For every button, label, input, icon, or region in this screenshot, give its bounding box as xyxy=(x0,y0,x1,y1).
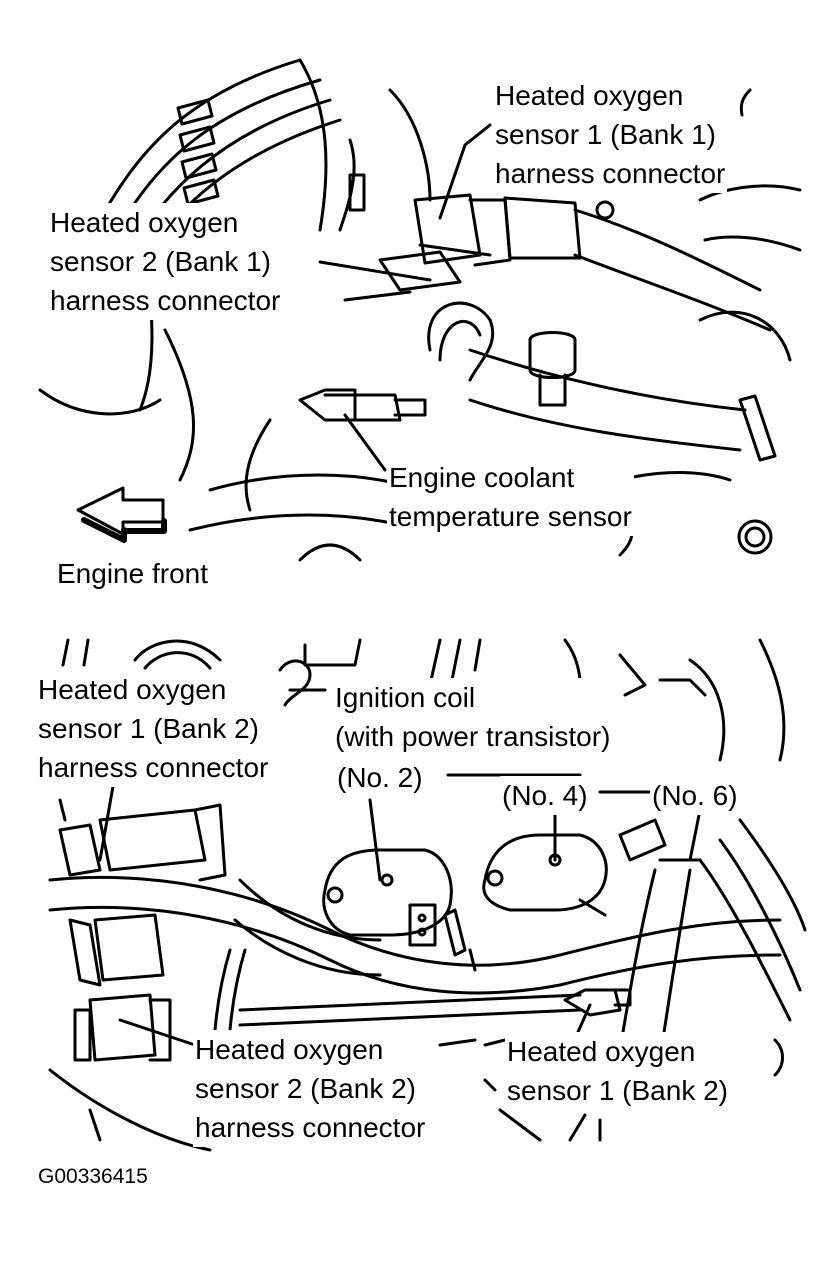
figure-id: G00336415 xyxy=(38,1165,148,1188)
leader-hos1-bank1 xyxy=(438,123,492,220)
leader-hos1-bank2-connector xyxy=(98,773,117,862)
label-coolant-sensor: Engine coolant temperature sensor xyxy=(387,458,634,536)
label-coil-no4: (No. 4) xyxy=(500,776,590,815)
engine-front-arrow-icon xyxy=(76,486,167,543)
top-engine-illustration xyxy=(38,58,802,562)
leader-no6 xyxy=(688,808,702,862)
label-hos1-bank2: Heated oxygen sensor 1 (Bank 2) xyxy=(505,1032,730,1110)
label-hos1-bank2-connector: Heated oxygen sensor 1 (Bank 2) harness … xyxy=(36,670,271,787)
label-coil-no2: (No. 2) xyxy=(335,758,425,797)
label-ignition-coil: Ignition coil (with power transistor) xyxy=(333,678,613,756)
label-coil-no6: (No. 6) xyxy=(650,776,740,815)
leader-hos2-bank2 xyxy=(118,1018,197,1047)
leader-no2 xyxy=(368,798,382,882)
label-hos2-bank2: Heated oxygen sensor 2 (Bank 2) harness … xyxy=(193,1030,428,1147)
label-hos1-bank1: Heated oxygen sensor 1 (Bank 1) harness … xyxy=(493,76,728,193)
label-engine-front: Engine front xyxy=(55,554,210,593)
label-hos2-bank1: Heated oxygen sensor 2 (Bank 1) harness … xyxy=(48,203,283,320)
leader-coolant xyxy=(343,413,387,472)
leader-hos1-bank2-b xyxy=(483,1038,507,1047)
leader-hos2-bank1-b xyxy=(343,290,412,302)
leader-hos2-bank1 xyxy=(318,260,432,282)
